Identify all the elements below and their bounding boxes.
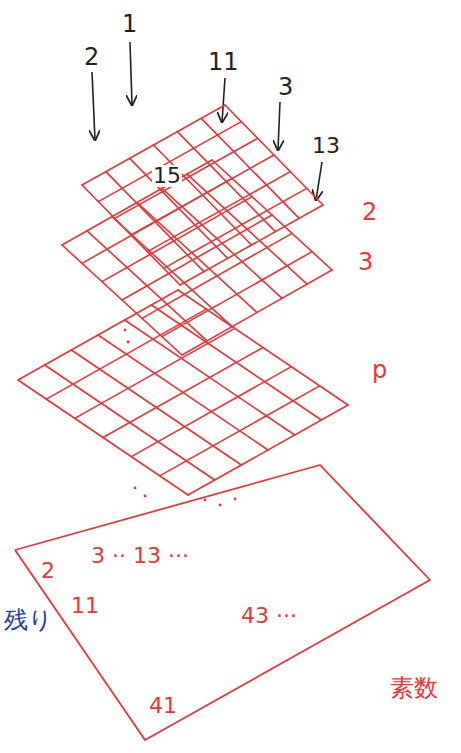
grid-layer xyxy=(182,270,332,355)
ellipsis-dot xyxy=(144,495,147,498)
pointer-number: 3 xyxy=(278,75,293,99)
number-label: 3 ·· 13 ··· xyxy=(90,545,190,567)
grid-line xyxy=(164,188,307,268)
number-label: 15 xyxy=(152,165,182,187)
grid-line xyxy=(115,138,258,218)
grid-line xyxy=(131,155,274,235)
ellipsis-dot xyxy=(124,329,127,332)
pointer-arrow xyxy=(278,102,280,150)
number-label: 41 xyxy=(148,695,178,717)
number-label: 11 xyxy=(70,595,100,617)
ellipsis-dot xyxy=(234,498,237,501)
pointer-arrow xyxy=(130,42,132,105)
pointer-arrow xyxy=(92,72,95,140)
grid-layer xyxy=(18,290,178,380)
ellipsis-dot xyxy=(127,341,130,344)
ellipsis-dot xyxy=(134,487,137,490)
node-outline xyxy=(82,105,323,290)
grid-layer xyxy=(103,348,263,438)
pointer-arrow xyxy=(222,78,225,122)
note-text: 素数 xyxy=(390,676,438,700)
note-text: 残り xyxy=(4,608,53,632)
layer-number: p xyxy=(372,358,387,382)
grid-layer xyxy=(188,405,348,495)
layer-number: 2 xyxy=(362,200,377,224)
number-label: 2 xyxy=(40,560,56,582)
grid-line xyxy=(98,122,241,202)
pointer-number: 2 xyxy=(84,45,99,69)
grid-layer xyxy=(160,386,320,476)
pointer-arrow xyxy=(316,162,322,200)
ellipsis-dot xyxy=(204,499,207,502)
grid-layer xyxy=(98,335,268,450)
layer-number: 3 xyxy=(358,250,373,274)
grid-layer xyxy=(75,328,235,418)
pointer-number: 13 xyxy=(312,135,340,157)
grid-layer xyxy=(131,367,291,457)
grid-layer-top: 15 xyxy=(82,105,323,290)
pointer-number: 11 xyxy=(208,50,239,74)
pointer-number: 1 xyxy=(122,12,137,36)
number-label: 43 ··· xyxy=(240,605,298,627)
grid-line xyxy=(180,205,323,285)
base-plane: 2 3 ·· 13 ··· 11 41 43 ··· xyxy=(15,465,435,745)
ellipsis-dot xyxy=(219,504,222,507)
plane-outline xyxy=(15,465,430,740)
